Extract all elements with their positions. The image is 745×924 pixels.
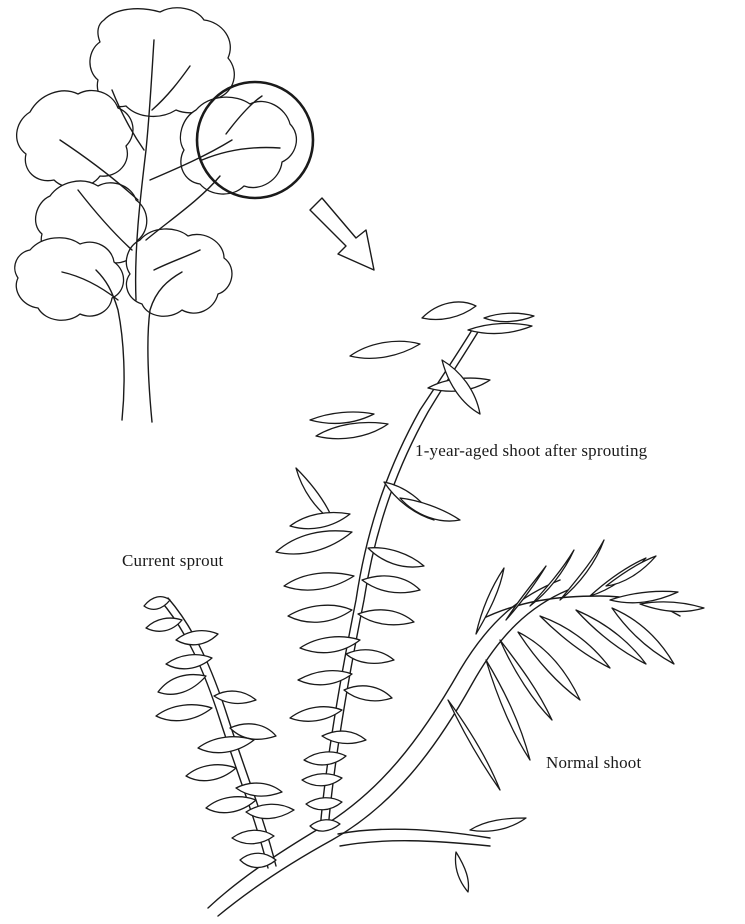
one-year-leaf [400,498,460,521]
one-year-leaf [284,573,354,590]
one-year-leaf [306,798,342,810]
label-one-year-aged-shoot: 1-year-aged shoot after sprouting [415,441,647,461]
tree-illustration [15,8,313,422]
label-normal-shoot: Normal shoot [546,753,641,773]
normal-shoot-leaf [612,608,674,664]
tree-canopy-left [17,90,133,187]
one-year-leaf [468,323,532,333]
side-branch [338,829,490,838]
zoom-arrow-outline [310,198,374,270]
side-branch-lower [340,841,490,846]
current-sprout-leaf [146,618,182,631]
one-year-leaf [302,774,342,786]
tree-canopy-bottom-right [126,229,232,316]
current-sprout-leaf [240,853,276,867]
one-year-leaf [368,548,424,567]
current-sprout-leaf [236,783,282,796]
one-year-leaf [288,605,352,622]
one-year-leaf [346,650,394,664]
one-year-leaf [362,576,420,593]
one-year-leaf [422,302,476,320]
main-stem-lower [218,590,568,916]
current-sprout-leaf [246,804,294,818]
zoom-arrow [310,198,374,270]
normal-shoot-leaf [476,568,504,634]
current-sprout-leaf [158,675,206,695]
one-year-leaf [350,341,420,358]
one-year-leaf [484,313,534,321]
label-current-sprout: Current sprout [122,551,223,571]
one-year-leaf [310,412,374,423]
tree-canopy-bottom-left [15,238,124,321]
normal-shoot-leaf [576,610,646,664]
normal-shoot-leaf [606,556,656,586]
one-year-leaf [300,637,360,653]
side-branch-leaf-1 [470,818,526,831]
one-year-leaf [304,752,346,765]
current-sprout-leaf [232,830,274,844]
one-year-leaf [358,610,414,625]
current-sprout-leaf [198,737,254,753]
current-sprout-leaf [214,691,256,703]
one-year-leaf [310,820,340,831]
current-sprout-leaf [166,655,212,669]
shoot-illustration [144,302,704,916]
normal-shoot-leaf [610,591,678,603]
one-year-leaf [276,531,352,554]
normal-shoot-leaf [506,566,546,620]
one-year-leaf [298,671,352,685]
current-sprout-leaf [176,631,218,645]
normal-shoot-leaf [640,602,704,612]
side-branch-leaf-2 [456,852,469,892]
one-year-leaf [344,686,392,701]
one-year-leaf [316,423,388,439]
one-year-leaf [322,731,366,743]
current-sprout-leaf [186,765,236,781]
normal-shoot-leaf [448,700,500,790]
one-year-leaf [290,513,350,529]
current-sprout-leaf [156,705,212,721]
